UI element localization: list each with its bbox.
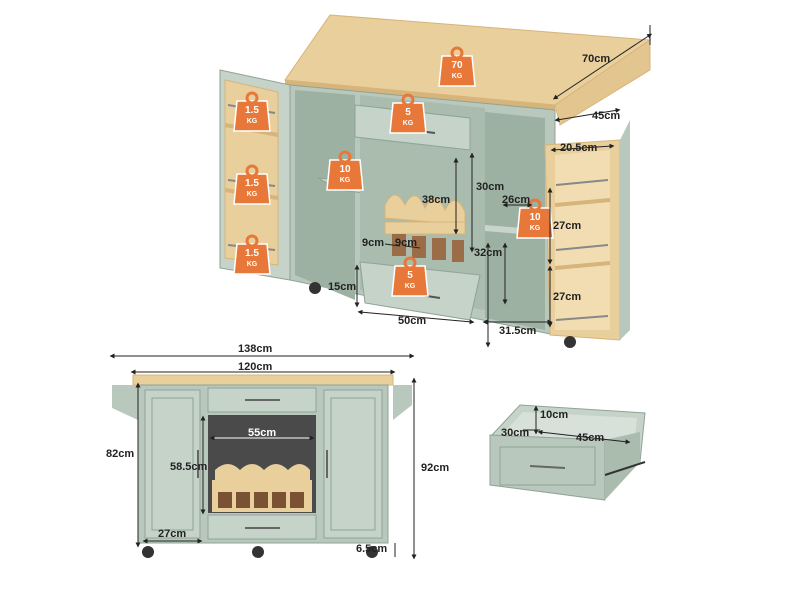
dim-total-height: 92cm bbox=[421, 462, 449, 474]
weight-badge-bottom-drawer: 5 KG bbox=[390, 256, 430, 298]
right-spice-rack bbox=[544, 120, 630, 341]
svg-text:KG: KG bbox=[405, 283, 416, 290]
dim-right-shelf-depth: 26cm bbox=[502, 194, 530, 206]
dim-drawer-h: 10cm bbox=[540, 409, 568, 421]
weight-badge-top: 70 KG bbox=[437, 46, 477, 88]
dim-drawer-height: 15cm bbox=[328, 281, 356, 293]
dim-total-width: 138cm bbox=[238, 343, 272, 355]
dim-rack-width: 20.5cm bbox=[560, 142, 598, 154]
svg-text:1.5: 1.5 bbox=[245, 178, 259, 189]
weight-badge-inner-left: 10 KG bbox=[325, 150, 365, 192]
svg-text:1.5: 1.5 bbox=[245, 248, 259, 259]
dim-right-upper: 27cm bbox=[553, 220, 581, 232]
dim-cabinet-width: 31.5cm bbox=[499, 325, 537, 337]
svg-text:KG: KG bbox=[247, 191, 258, 198]
front-view: 138cm 120cm 82cm 92cm 55cm 58.5cm 27cm 6… bbox=[106, 343, 449, 560]
dim-right-lower: 27cm bbox=[553, 291, 581, 303]
svg-text:KG: KG bbox=[247, 118, 258, 125]
weight-badge-shelf-2: 1.5 KG bbox=[232, 164, 272, 206]
dim-cell-width-1: 9cm bbox=[362, 237, 384, 249]
dim-body-width: 120cm bbox=[238, 361, 272, 373]
front-left-door bbox=[144, 389, 201, 539]
dim-door-width: 27cm bbox=[158, 528, 186, 540]
drawer-view: 10cm 30cm 45cm bbox=[489, 404, 646, 501]
svg-text:10: 10 bbox=[339, 164, 351, 175]
svg-text:70: 70 bbox=[451, 60, 463, 71]
weight-badge-shelf-1: 1.5 KG bbox=[232, 91, 272, 133]
front-countertop bbox=[132, 374, 394, 386]
dim-drawer-w: 45cm bbox=[576, 432, 604, 444]
dim-center-height: 30cm bbox=[476, 181, 504, 193]
dim-center-height-front: 58.5cm bbox=[170, 461, 208, 473]
svg-text:KG: KG bbox=[452, 73, 463, 80]
dim-top-depth: 45cm bbox=[592, 110, 620, 122]
dim-wine-height: 38cm bbox=[422, 194, 450, 206]
svg-text:1.5: 1.5 bbox=[245, 105, 259, 116]
dim-drawer-d: 30cm bbox=[501, 427, 529, 439]
dim-wheel-height: 6.5cm bbox=[356, 543, 387, 555]
dim-wine-width: 55cm bbox=[248, 427, 276, 439]
weight-badge-shelf-3: 1.5 KG bbox=[232, 234, 272, 276]
isometric-view: 70 KG 1.5 KG 1.5 KG 1.5 KG 5 KG 10 KG bbox=[219, 14, 653, 348]
dim-body-height: 82cm bbox=[106, 448, 134, 460]
svg-text:KG: KG bbox=[530, 225, 541, 232]
dim-drawer-width: 50cm bbox=[398, 315, 426, 327]
svg-text:KG: KG bbox=[247, 261, 258, 268]
svg-text:5: 5 bbox=[407, 270, 413, 281]
front-right-door bbox=[323, 389, 383, 539]
svg-text:5: 5 bbox=[405, 107, 411, 118]
svg-text:KG: KG bbox=[403, 120, 414, 127]
weight-badge-inner-right: 10 KG bbox=[515, 198, 555, 240]
dim-cell-width-2: 9cm bbox=[395, 237, 417, 249]
dim-top-width: 70cm bbox=[582, 53, 610, 65]
svg-text:10: 10 bbox=[529, 212, 541, 223]
weight-badge-top-drawer: 5 KG bbox=[388, 93, 428, 135]
dim-center-lower: 32cm bbox=[474, 247, 502, 259]
svg-text:KG: KG bbox=[340, 177, 351, 184]
